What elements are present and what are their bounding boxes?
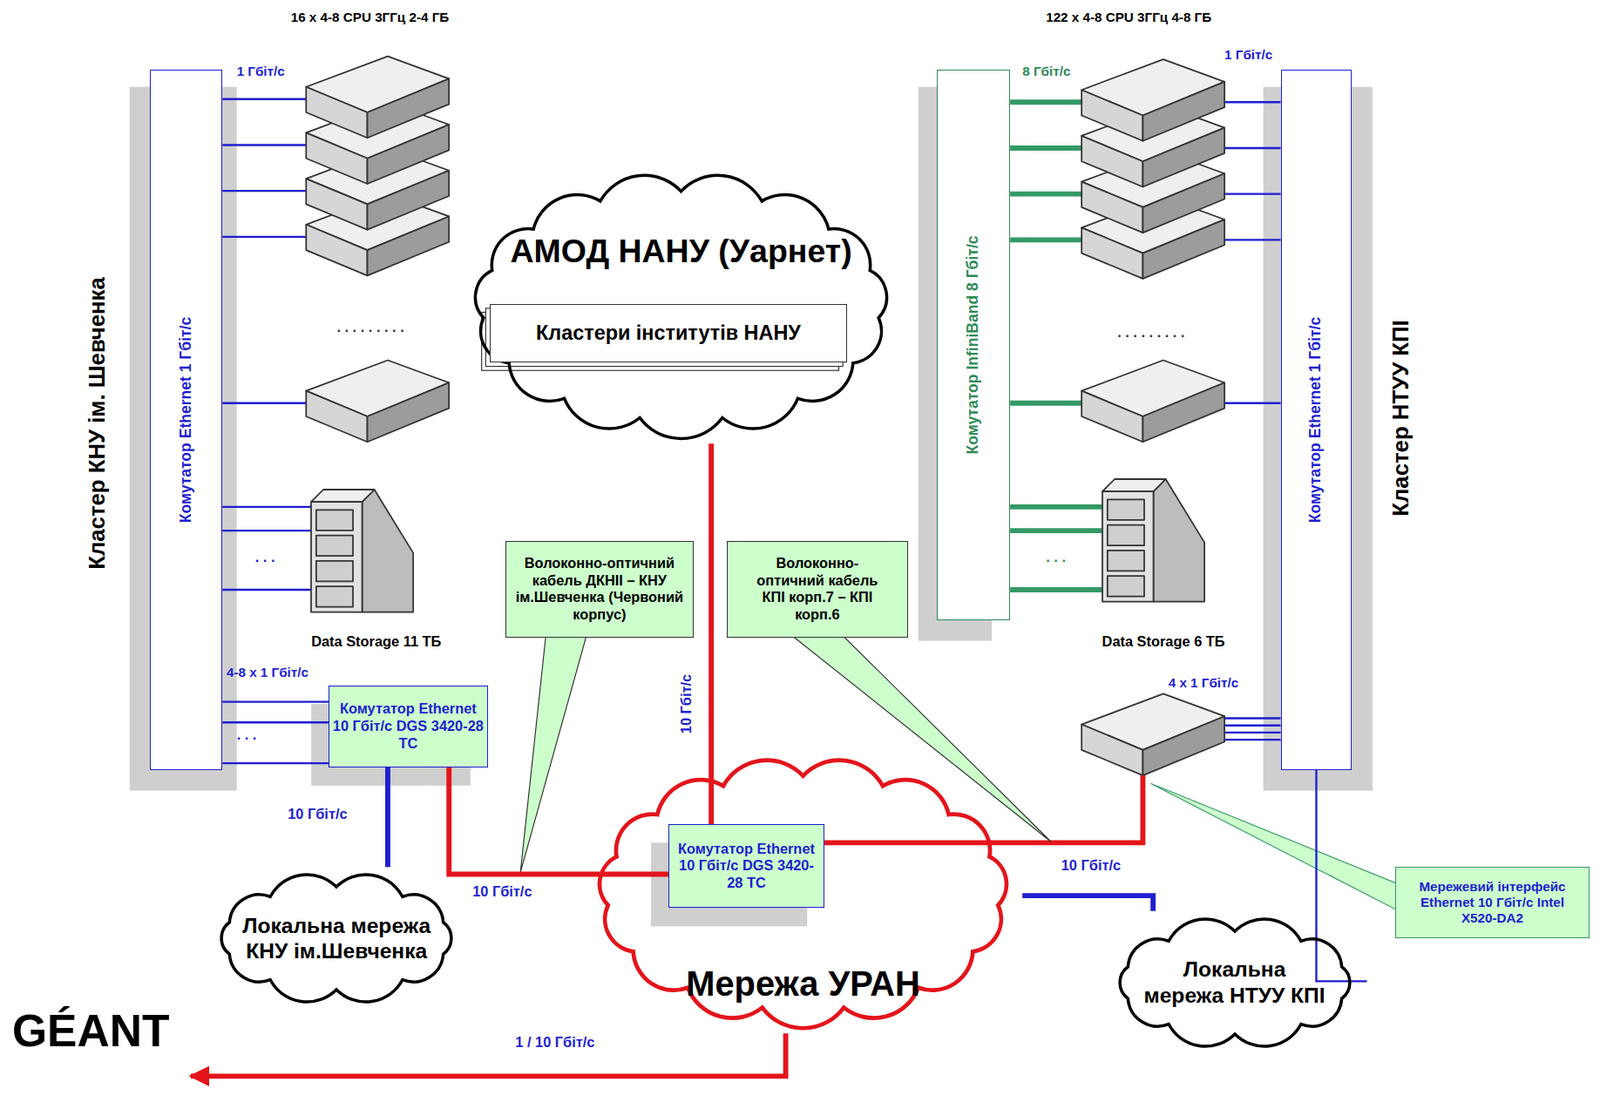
callout-box: Волоконно-оптичний кабель КПІ корп.7 – К… xyxy=(726,541,909,638)
polygon-part xyxy=(520,635,587,874)
node-text: Мережа УРАН xyxy=(685,963,920,1006)
infiniband-links xyxy=(1010,101,1102,590)
network-link xyxy=(222,506,312,509)
servers-left xyxy=(305,56,449,443)
callout-leaders xyxy=(520,635,1397,911)
diagram-label: 10 Гбіт/с xyxy=(1061,857,1121,875)
node-text: Комутатор Ethernet 1 Гбіт/с xyxy=(1307,317,1326,524)
callout-box: Мережевий інтерфейс Ethernet 10 Гбіт/с I… xyxy=(1395,867,1591,939)
cloud-path xyxy=(221,874,452,1003)
storage-icon xyxy=(1102,479,1205,603)
diagram-label: 1 Гбіт/с xyxy=(1224,47,1273,63)
link-speed-label: 10 Гбіт/с xyxy=(472,883,532,902)
cloud-outline xyxy=(203,867,469,1011)
link-speed-label: 10 Гбіт/с xyxy=(677,674,696,734)
cloud-path xyxy=(1119,919,1350,1047)
polygon-part xyxy=(1151,783,1397,910)
network-name: GÉANT xyxy=(12,1004,191,1087)
storage-shape xyxy=(1102,479,1205,603)
storage-icon xyxy=(311,489,414,613)
node-text: Data Storage 11 ТБ xyxy=(311,633,441,651)
diagram-label: . . . xyxy=(237,726,258,745)
network-cloud: Локальна мережа КНУ ім.Шевченка xyxy=(203,867,469,1011)
network-cloud: АМОД НАНУ (Уарнет) Кластери інститутів НА… xyxy=(459,168,903,444)
switch-box: Комутатор Ethernet 10 Гбіт/с DGS 3420-28… xyxy=(328,685,489,768)
use-part xyxy=(1081,360,1225,443)
storage-shape xyxy=(311,489,414,613)
node-text: Data Storage 6 ТБ xyxy=(1102,633,1226,651)
node-text: Локальна мережа КНУ ім.Шевченка xyxy=(234,913,439,965)
diagram-label: 4 x 1 Гбіт/с xyxy=(1168,675,1239,692)
node-text: Комутатор Ethernet 1 Гбіт/с xyxy=(176,317,196,524)
diagram-label: 8 Гбіт/с xyxy=(1022,63,1071,80)
node-text: Мережевий інтерфейс Ethernet 10 Гбіт/с I… xyxy=(1414,879,1572,928)
network-link xyxy=(708,443,714,825)
use-part xyxy=(305,360,449,443)
servers-right xyxy=(1081,59,1225,776)
cloud-path xyxy=(474,176,887,440)
cloud-outline xyxy=(1102,911,1368,1055)
node-text: Комутатор Ethernet 10 Гбіт/с DGS 3420-28… xyxy=(332,700,485,753)
infiniband-switch: Комутатор InfiniBand 8 Гбіт/с xyxy=(936,69,1011,621)
diagram-label: 122 x 4-8 CPU 3ГГц 4-8 ГБ xyxy=(1045,9,1212,26)
node-text: Волоконно-оптичний кабель ДКНІІ – КНУ ім… xyxy=(514,555,685,624)
network-link xyxy=(222,700,329,703)
network-link xyxy=(1315,770,1367,982)
network-link xyxy=(190,1033,787,1077)
ethernet-switch: Комутатор Ethernet 1 Гбіт/с xyxy=(149,69,223,771)
link-speed-label: 4-8 x 1 Гбіт/с xyxy=(226,664,309,681)
node-text: Комутатор Ethernet 10 Гбіт/с DGS 3420-28… xyxy=(671,840,821,893)
link-speed-label: 10 Гбіт/с xyxy=(287,806,347,824)
node-text: GÉANT xyxy=(12,1004,170,1059)
diagram-label: Кластер КНУ ім. Шевченка xyxy=(83,277,111,570)
node-text: Волоконно-оптичний кабель КПІ корп.7 – К… xyxy=(745,555,889,624)
use-part xyxy=(1081,59,1225,142)
diagram-label: . . . . . . . . . xyxy=(1117,324,1185,342)
diagram-label: . . . . . . . . . xyxy=(336,318,404,337)
link-speed-label: 1 / 10 Гбіт/с xyxy=(515,1034,595,1052)
node-text: Комутатор InfiniBand 8 Гбіт/с xyxy=(964,235,984,455)
switch-box: Комутатор Ethernet 10 Гбіт/с DGS 3420-28… xyxy=(668,824,825,909)
node-text: Кластери інститутів НАНУ xyxy=(535,320,801,346)
diagram-label: . . . xyxy=(1045,549,1066,567)
use-part xyxy=(305,56,449,139)
diagram-label: 1 Гбіт/с xyxy=(237,63,285,80)
ethernet-links xyxy=(222,99,1281,764)
network-cloud: Мережа УРАН Комутатор Ethernet 10 Гбіт/с … xyxy=(583,752,1023,1034)
cluster-box: Кластери інститутів НАНУ xyxy=(489,304,848,363)
network-link xyxy=(1022,895,1153,912)
node-text: Локальна мережа НТУУ КПІ xyxy=(1140,956,1329,1009)
polygon-part xyxy=(790,635,1051,843)
diagram-label: 16 x 4-8 CPU 3ГГц 2-4 ГБ xyxy=(291,9,450,26)
diagram-label: . . . xyxy=(255,549,276,567)
callout-box: Волоконно-оптичний кабель ДКНІІ – КНУ ім… xyxy=(505,541,695,638)
network-link xyxy=(385,767,391,868)
network-cloud: Локальна мережа НТУУ КПІ xyxy=(1102,911,1368,1055)
cloud-path xyxy=(599,760,1007,1030)
diagram-label: Кластер НТУУ КПІ xyxy=(1386,319,1414,516)
node-text: АМОД НАНУ (Уарнет) xyxy=(510,231,853,272)
use-part xyxy=(1081,693,1225,776)
ethernet-switch: Комутатор Ethernet 1 Гбіт/с xyxy=(1281,69,1353,771)
network-link xyxy=(1010,504,1102,510)
